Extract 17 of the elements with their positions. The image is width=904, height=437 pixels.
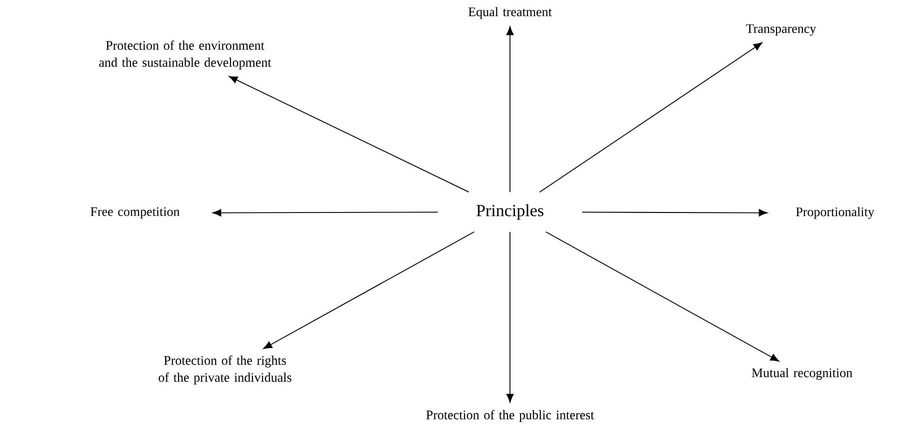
arrow [545,231,780,362]
principle-label: Free competition [90,207,180,219]
arrow [539,42,762,193]
center-label: Principles [476,204,544,220]
arrow [228,76,470,193]
principle-label: Transparency [746,24,816,36]
arrow [212,209,438,216]
principle-label: Equal treatment [468,7,552,19]
principle-label: Protection of the rights of the private individuals [158,356,292,384]
principle-label: Mutual recognition [752,368,852,380]
principle-label: Protection of the public interest [426,410,594,422]
arrow [506,231,514,403]
arrow [263,231,475,349]
arrow [506,26,514,193]
principle-label: Protection of the environment and the sustainable development [99,40,272,70]
principle-label: Proportionality [796,207,874,219]
arrow [582,209,768,216]
